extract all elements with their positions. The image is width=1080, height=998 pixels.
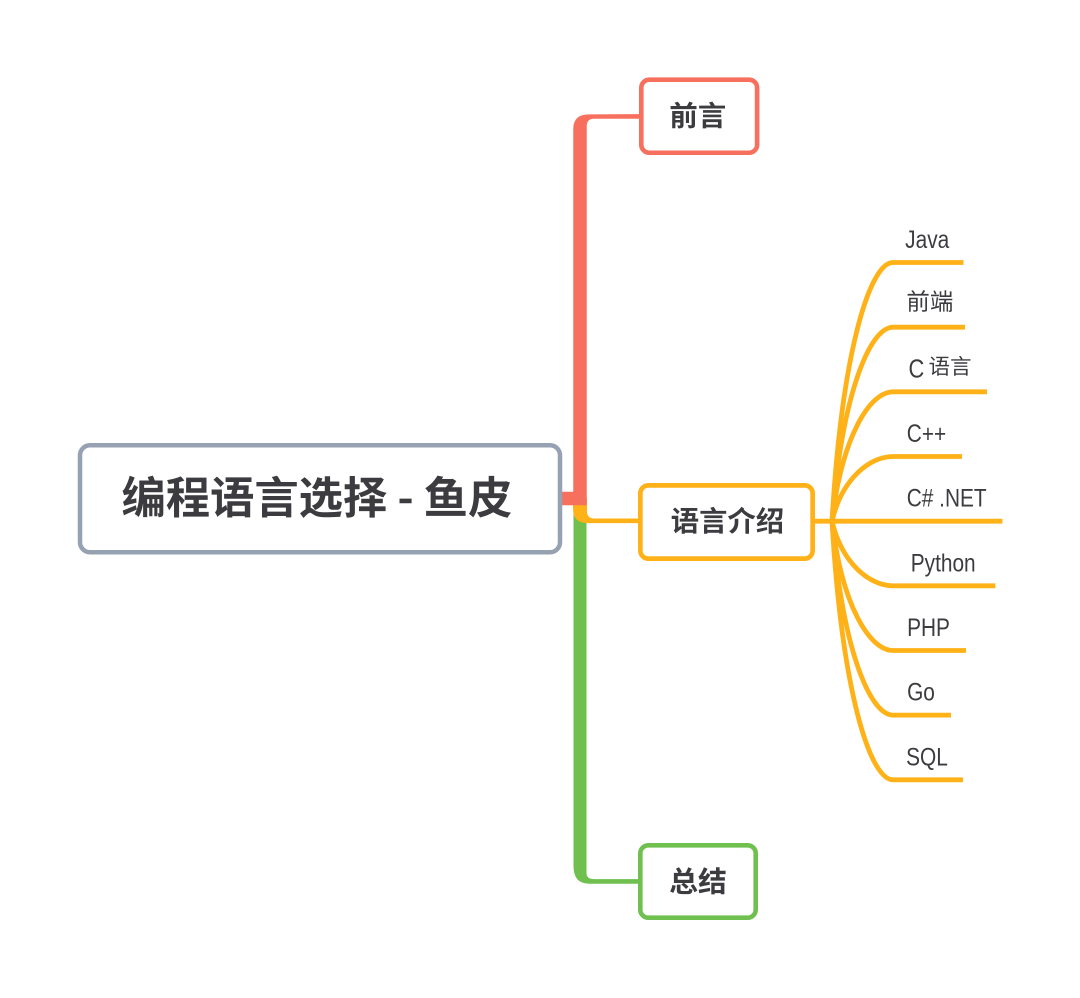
svg-text:C# .NET: C# .NET [907, 484, 987, 512]
svg-text:PHP: PHP [907, 613, 950, 641]
svg-text:SQL: SQL [906, 742, 948, 770]
svg-text:C++: C++ [907, 419, 946, 447]
svg-text:C: C [909, 354, 925, 383]
svg-text:Java: Java [905, 225, 949, 253]
svg-text:Go: Go [907, 678, 935, 706]
svg-text:Python: Python [911, 548, 976, 576]
